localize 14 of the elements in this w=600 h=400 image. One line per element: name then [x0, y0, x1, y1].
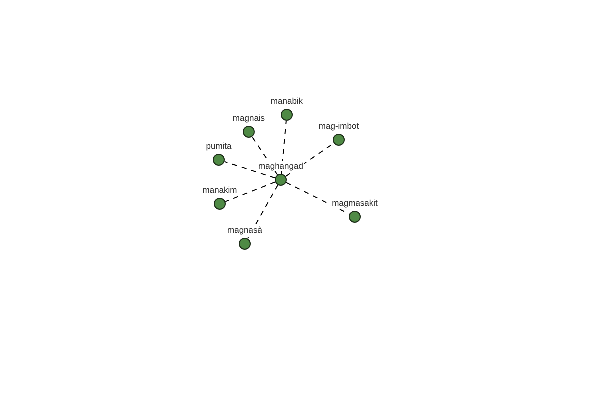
connector-line [252, 136, 278, 176]
connector-line [225, 182, 276, 202]
node-label: manabik [270, 96, 304, 106]
connector-line [286, 182, 350, 215]
node-label: magnasà [226, 225, 264, 235]
node-label: maghangad [258, 161, 304, 171]
node-label: pumita [205, 141, 233, 151]
node-label: magmasakit [331, 198, 379, 208]
connector-line [247, 184, 279, 240]
connector-line [281, 120, 287, 175]
node-label: manakim [202, 185, 238, 195]
connector-line [224, 161, 276, 179]
node-label: magnais [232, 113, 266, 123]
node-label: mag-imbot [318, 121, 360, 131]
